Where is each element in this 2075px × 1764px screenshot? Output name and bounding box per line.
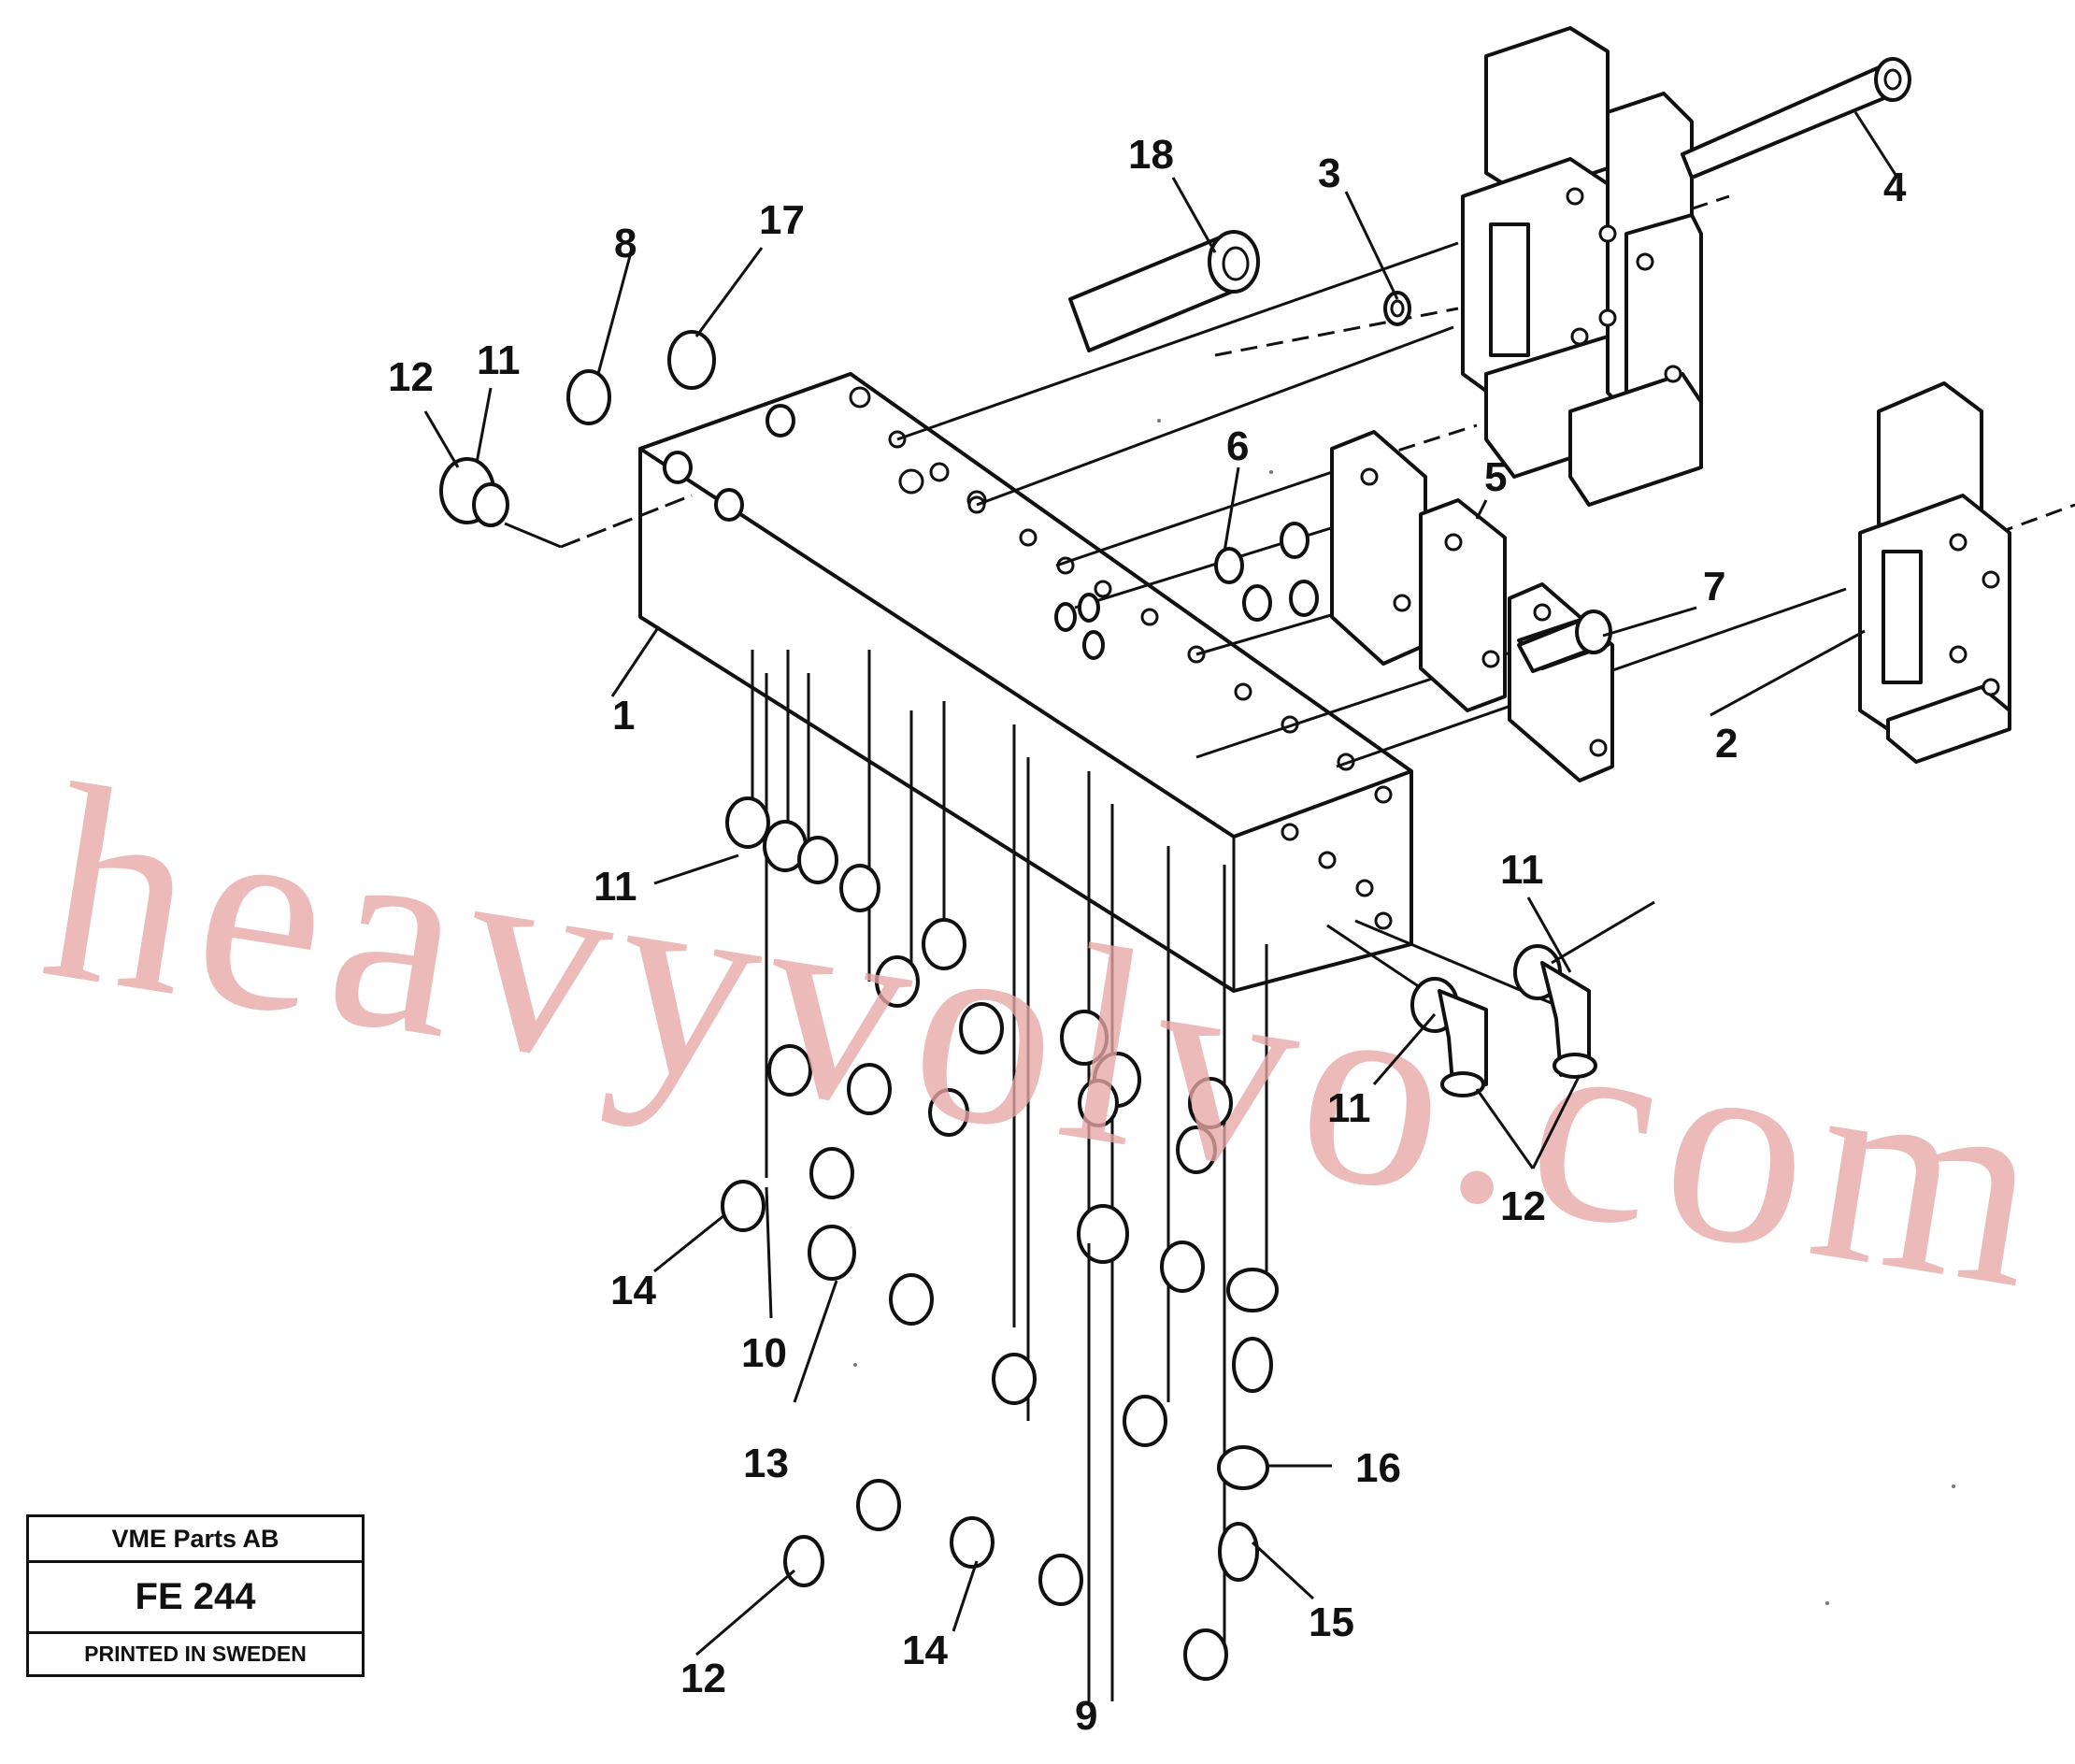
callout-3: 3 (1318, 151, 1340, 196)
callout-6: 6 (1226, 423, 1249, 469)
callout-14a: 14 (610, 1268, 656, 1313)
bolt-18 (1068, 230, 1260, 352)
callout-11a: 11 (594, 864, 637, 910)
callout-11d: 11 (477, 337, 521, 383)
callout-4: 4 (1883, 165, 1907, 210)
fittings-left (439, 330, 795, 549)
callout-2: 2 (1715, 721, 1738, 767)
plate-5 (1330, 430, 1507, 712)
assembly-lines (896, 194, 2075, 1021)
title-block: VME Parts AB FE 244 PRINTED IN SWEDEN (26, 1514, 365, 1677)
title-block-printed: PRINTED IN SWEDEN (84, 1642, 307, 1666)
callout-12c: 12 (680, 1656, 726, 1701)
callout-11c: 11 (1327, 1085, 1371, 1131)
callout-9: 9 (1075, 1693, 1097, 1739)
callout-13: 13 (743, 1441, 789, 1486)
callout-10: 10 (741, 1330, 787, 1376)
callout-17: 17 (759, 197, 805, 243)
screw-7 (1517, 610, 1612, 673)
title-block-company: VME Parts AB (29, 1517, 362, 1563)
leader-lines (423, 111, 1899, 1701)
scan-dots (853, 419, 1955, 1605)
title-block-code: FE 244 (29, 1563, 362, 1634)
callout-18: 18 (1128, 132, 1174, 178)
lower-fittings (721, 650, 1279, 1701)
callout-5: 5 (1484, 454, 1507, 500)
callout-8: 8 (614, 221, 637, 266)
callout-14b: 14 (902, 1628, 948, 1673)
callout-12a: 12 (388, 354, 434, 400)
callout-15: 15 (1309, 1599, 1354, 1645)
washer-3 (1383, 291, 1411, 326)
callout-7: 7 (1703, 564, 1725, 610)
solenoid-valve-large (1461, 26, 1703, 507)
seals-6 (1054, 522, 1319, 660)
solenoid-valve-small (1858, 381, 2011, 764)
elbow-fittings-right (1410, 944, 1597, 1097)
bolt-4 (1681, 57, 1911, 179)
callout-12b: 12 (1500, 1183, 1546, 1229)
valve-block (638, 372, 1413, 993)
callout-1: 1 (612, 693, 635, 739)
callout-16: 16 (1355, 1445, 1401, 1491)
callouts: 1 2 3 4 5 6 7 8 9 10 11 11 11 11 12 12 1… (388, 132, 1907, 1739)
callout-11b: 11 (1500, 847, 1544, 893)
